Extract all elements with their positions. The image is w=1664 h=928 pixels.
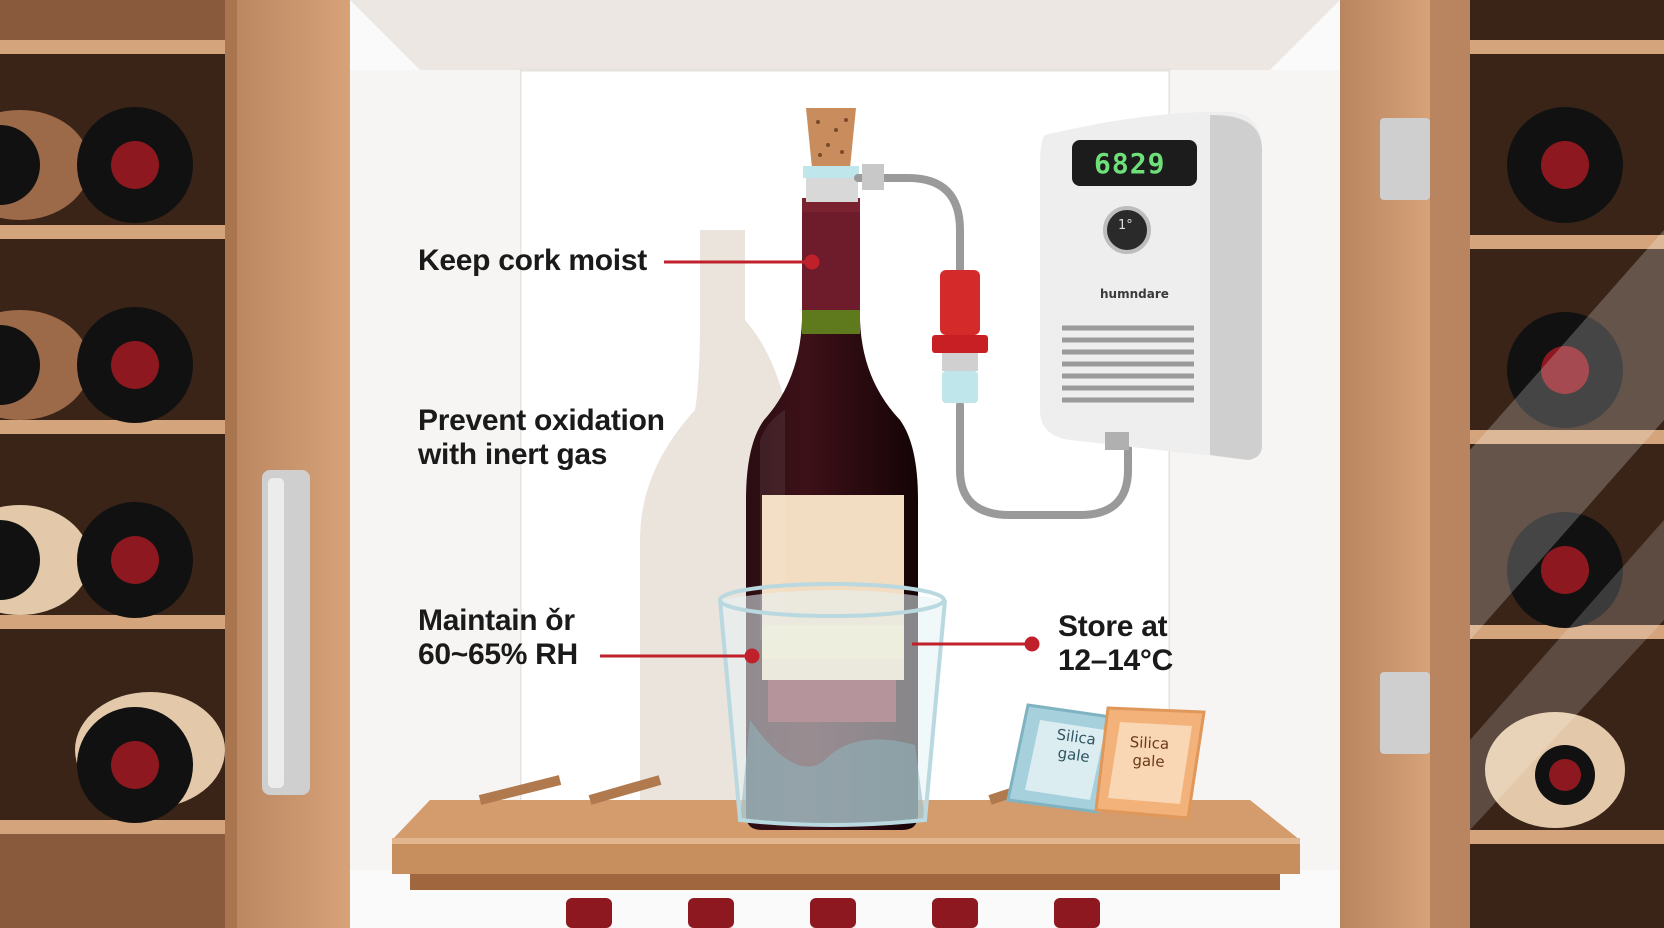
cork xyxy=(803,108,859,202)
silica-packet-orange-label: Silica gale xyxy=(1113,732,1185,772)
packet-line2: gale xyxy=(1132,751,1166,771)
lower-shelf-bottles xyxy=(566,898,1100,928)
vent-grille xyxy=(1062,325,1194,403)
silica-packet-blue xyxy=(1006,703,1120,814)
humidifier-brand-label: humndare xyxy=(1100,287,1169,301)
inert-gas-tube xyxy=(854,174,1132,519)
cork-callout: Keep cork moist xyxy=(418,244,647,278)
temperature-callout-line1: Store at xyxy=(1058,610,1168,643)
lower-hinge xyxy=(1380,672,1430,754)
humidifier xyxy=(1040,111,1262,461)
dial-icon xyxy=(1103,206,1151,254)
oxidation-callout: Prevent oxidation with inert gas xyxy=(418,404,665,472)
humidity-callout: Maintain ǒr 60~65% RH xyxy=(418,604,578,672)
right-wine-rack xyxy=(1340,0,1664,928)
upper-hinge xyxy=(1380,118,1430,200)
humidity-callout-line1: Maintain ǒr xyxy=(418,604,575,637)
glass-container xyxy=(718,582,947,827)
humidity-callout-line2: 60~65% RH xyxy=(418,638,578,671)
cabinet-ceiling xyxy=(350,0,1340,70)
oxidation-callout-line1: Prevent oxidation xyxy=(418,404,665,437)
oxidation-callout-line2: with inert gas xyxy=(418,438,608,471)
dial-label: 1° xyxy=(1118,218,1133,233)
callout-lines xyxy=(600,254,1040,664)
temperature-callout: Store at 12–14°C xyxy=(1058,610,1173,678)
humidity-display-readout: 6829 xyxy=(1094,147,1166,180)
left-rack-bottles xyxy=(0,107,193,823)
humidity-display-panel xyxy=(1072,140,1197,186)
temperature-callout-line2: 12–14°C xyxy=(1058,644,1173,677)
right-rack-bottles xyxy=(1485,107,1625,828)
left-wine-rack xyxy=(0,0,350,928)
silica-packet-orange xyxy=(1094,706,1206,820)
gas-valve xyxy=(932,270,988,403)
cork-callout-text: Keep cork moist xyxy=(418,244,647,277)
